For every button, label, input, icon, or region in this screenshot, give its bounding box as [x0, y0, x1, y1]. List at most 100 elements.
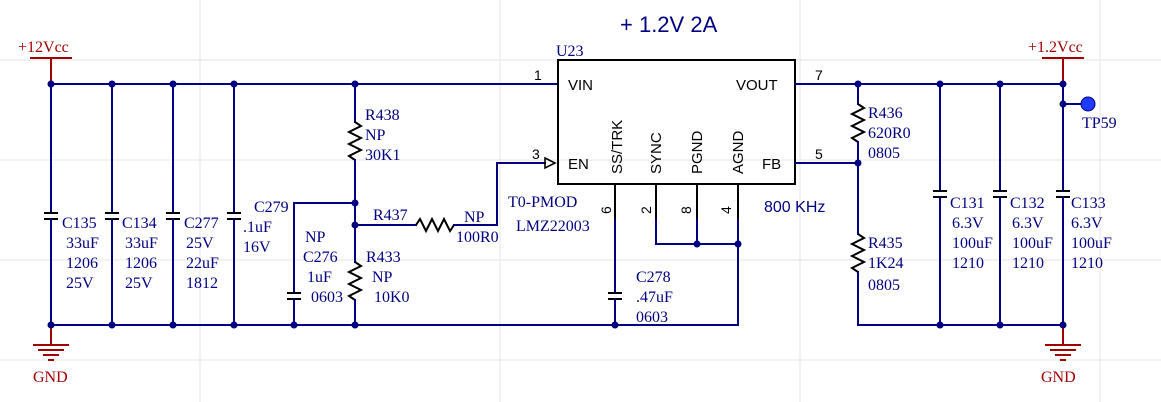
- pin-fb-label: FB: [762, 156, 781, 173]
- pin-fb-number: 5: [815, 146, 823, 162]
- switching-frequency: 800 KHz: [764, 199, 825, 216]
- c279-voltage: 16V: [243, 239, 271, 256]
- r436-package: 0805: [868, 145, 900, 162]
- c131-package: 1210: [952, 255, 984, 272]
- r436-label: R436 620R0 0805: [868, 105, 915, 162]
- c278-value: .47uF: [636, 289, 673, 306]
- c132-value: 100uF: [1012, 235, 1053, 252]
- r437-value: 100R0: [456, 229, 499, 246]
- r433-ref: R433: [366, 249, 401, 266]
- r435-ref: R435: [868, 235, 903, 252]
- r433-label: R433 NP 10K0: [366, 249, 410, 306]
- c278-package: 0603: [636, 309, 668, 326]
- c135-value: 33uF: [66, 235, 99, 252]
- pin-vout-label: VOUT: [736, 77, 778, 94]
- r433-np: NP: [372, 269, 393, 286]
- c132-package: 1210: [1012, 255, 1044, 272]
- pin-vout-number: 7: [815, 67, 823, 83]
- c135-package: 1206: [66, 255, 98, 272]
- output-rail-label: +1.2Vcc: [1028, 39, 1083, 56]
- test-point-tp59: TP59: [1062, 96, 1117, 132]
- r438-np: NP: [365, 127, 386, 144]
- u23-part: T0-PMOD: [508, 194, 577, 211]
- c131-label: C131 6.3V 100uF 1210: [950, 195, 997, 272]
- c133-ref: C133: [1071, 195, 1106, 212]
- c133-label: C133 6.3V 100uF 1210: [1071, 195, 1116, 272]
- pin-pgnd-number: 8: [678, 206, 694, 214]
- pin-vin-label: VIN: [568, 77, 593, 94]
- test-point-icon: [1080, 96, 1096, 112]
- r437-np: NP: [464, 209, 485, 226]
- output-caps: [933, 83, 1070, 326]
- r438-ref: R438: [365, 107, 400, 124]
- c276-np: NP: [305, 229, 326, 246]
- pin-sstrk-number: 6: [598, 206, 614, 214]
- pin-en-number: 3: [532, 146, 540, 162]
- r436-ref: R436: [868, 105, 903, 122]
- c276-value: 1uF: [307, 269, 332, 286]
- left-gnd-label: GND: [33, 369, 68, 386]
- r438-value: 30K1: [365, 147, 401, 164]
- c132-voltage: 6.3V: [1012, 215, 1044, 232]
- en-input-arrow: [544, 156, 557, 170]
- feedback-divider: [849, 83, 867, 326]
- test-point-label: TP59: [1082, 115, 1117, 132]
- r438-label: R438 NP 30K1: [365, 107, 404, 164]
- c135-label: C135 33uF 1206 25V: [62, 215, 103, 292]
- right-gnd-label: GND: [1041, 369, 1076, 386]
- r435-value: 1K24: [868, 255, 904, 272]
- c279-ref: C279: [254, 199, 289, 216]
- c278-label: C278 .47uF 0603: [636, 269, 677, 326]
- c276-package: 0603: [311, 289, 343, 306]
- c276-label: NP C276 1uF 0603: [303, 229, 343, 306]
- c131-value: 100uF: [952, 235, 993, 252]
- c277-ref: C277: [184, 215, 219, 232]
- c133-value: 100uF: [1071, 235, 1112, 252]
- r436-value: 620R0: [868, 125, 911, 142]
- left-gnd-symbol: GND: [33, 325, 69, 386]
- ss-trk-network: [287, 83, 546, 326]
- u23-value: LMZ22003: [516, 218, 590, 235]
- c134-value: 33uF: [125, 235, 158, 252]
- output-power-port: +1.2Vcc: [1028, 39, 1084, 84]
- r435-label: R435 1K24 0805: [868, 235, 908, 294]
- c134-package: 1206: [125, 255, 157, 272]
- c132-ref: C132: [1010, 195, 1045, 212]
- c276-ref: C276: [303, 249, 338, 266]
- c135-voltage: 25V: [66, 275, 94, 292]
- r435-package: 0805: [868, 277, 900, 294]
- c133-package: 1210: [1071, 255, 1103, 272]
- input-power-port: +12Vcc: [18, 39, 72, 84]
- c279-label: .1uF 16V: [243, 219, 276, 256]
- pin-pgnd-label: PGND: [689, 130, 706, 174]
- c277-value: 22uF: [186, 255, 219, 272]
- pin-en-label: EN: [568, 156, 589, 173]
- c134-voltage: 25V: [125, 275, 153, 292]
- right-gnd-symbol: GND: [1041, 325, 1081, 386]
- input-caps: [44, 83, 241, 326]
- c131-ref: C131: [950, 195, 985, 212]
- pin-sync-label: SYNC: [648, 132, 665, 174]
- c134-ref: C134: [122, 215, 157, 232]
- pin-vin-number: 1: [534, 67, 542, 83]
- c135-ref: C135: [62, 215, 97, 232]
- circuit-title: + 1.2V 2A: [620, 12, 718, 37]
- c134-label: C134 33uF 1206 25V: [122, 215, 162, 292]
- c278-ref: C278: [636, 269, 671, 286]
- pin-agnd-label: AGND: [730, 130, 747, 174]
- c133-voltage: 6.3V: [1071, 215, 1103, 232]
- junction-dots: [47, 80, 1067, 329]
- c279-value: .1uF: [243, 219, 272, 236]
- c277-voltage: 25V: [186, 235, 214, 252]
- u23-body: [557, 59, 796, 185]
- pin-agnd-number: 4: [718, 206, 734, 214]
- r437-ref: R437: [373, 207, 408, 224]
- c277-label: C277 25V 22uF 1812: [184, 215, 223, 292]
- input-rail-label: +12Vcc: [18, 39, 69, 56]
- c131-voltage: 6.3V: [952, 215, 984, 232]
- c277-package: 1812: [186, 275, 218, 292]
- pin-sync-number: 2: [638, 206, 654, 214]
- u23-ref: U23: [556, 43, 584, 60]
